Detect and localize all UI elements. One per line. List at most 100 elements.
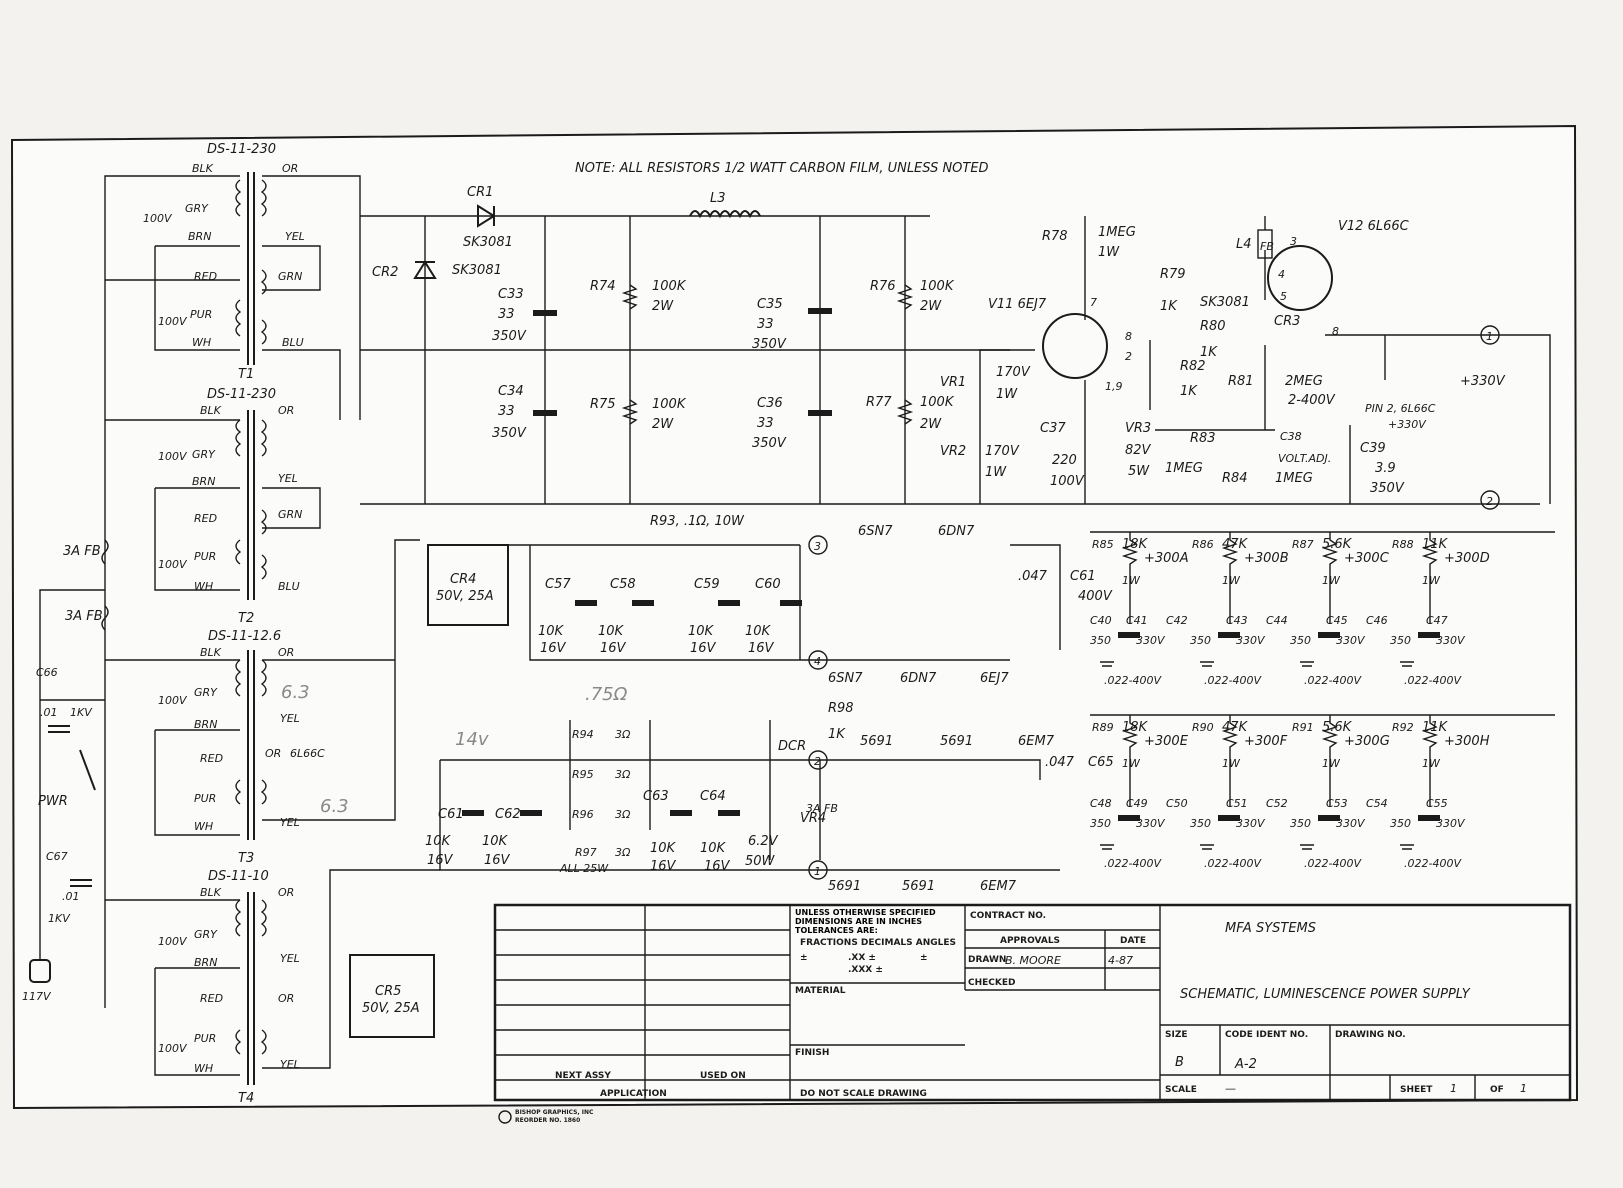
svg-text:BRN: BRN [192, 475, 215, 488]
svg-text:100V: 100V [158, 694, 188, 707]
transformer-t3: DS-11-12.6 BLK OR 100V GRY BRN YEL RED O… [158, 629, 349, 866]
svg-text:VR1: VR1 [940, 375, 966, 390]
svg-text:50W: 50W [745, 854, 776, 869]
svg-text:OR: OR [278, 404, 294, 417]
resistor-ref: R92 [1392, 721, 1414, 734]
cap-voltage: 330V [1436, 634, 1466, 647]
svg-text:OR: OR [282, 162, 298, 175]
svg-text:BLK: BLK [200, 886, 222, 899]
lv-top-section: CR4 50V, 25A R93, .1Ω, 10W C57 10K 16V C… [427, 514, 1113, 686]
svg-text:350V: 350V [752, 337, 787, 352]
input-circuit: 3A FB 3A FB C66 .01 1KV PWR C67 .01 1KV … [22, 539, 109, 1003]
svg-text:10K: 10K [650, 841, 677, 856]
bypass-cap-label: .022-400V [1204, 674, 1262, 687]
svg-text:33: 33 [757, 317, 774, 332]
cap-voltage: 330V [1436, 817, 1466, 830]
svg-text:OF: OF [1490, 1085, 1504, 1095]
cap-ref: C52 [1266, 797, 1288, 810]
svg-text:350V: 350V [1370, 481, 1405, 496]
tap-label: +300B [1244, 551, 1289, 566]
svg-text:10K: 10K [425, 834, 452, 849]
cap-voltage: 330V [1336, 634, 1366, 647]
resistor-icon [1321, 532, 1339, 624]
svg-text:2: 2 [814, 755, 821, 768]
svg-text:350V: 350V [492, 426, 527, 441]
svg-text:DRAWING NO.: DRAWING NO. [1335, 1030, 1406, 1040]
svg-text:T4: T4 [238, 1091, 254, 1106]
svg-text:6EM7: 6EM7 [1018, 734, 1055, 749]
resistor-ref: R87 [1292, 538, 1314, 551]
svg-text:T2: T2 [238, 611, 254, 626]
svg-text:400V: 400V [1078, 589, 1113, 604]
svg-text:100K: 100K [652, 279, 687, 294]
lv-bottom-section: 14v .75Ω C61 10K 16V C62 10K 16V R94 3Ω … [349, 684, 1114, 1038]
svg-text:GRY: GRY [194, 928, 218, 941]
svg-text:BLK: BLK [192, 162, 214, 175]
svg-text:C61: C61 [438, 807, 464, 822]
svg-text:BRN: BRN [188, 230, 211, 243]
svg-text:SK3081: SK3081 [452, 263, 502, 278]
svg-text:1W: 1W [985, 465, 1007, 480]
svg-text:C60: C60 [755, 577, 781, 592]
ground-icon [1400, 844, 1414, 850]
resistor-icon [1221, 715, 1239, 807]
svg-text:.01: .01 [40, 706, 58, 719]
svg-text:BLU: BLU [278, 580, 300, 593]
svg-text:2W: 2W [920, 417, 942, 432]
svg-text:DO NOT SCALE DRAWING: DO NOT SCALE DRAWING [800, 1089, 927, 1099]
code-ident-value: A-2 [1234, 1057, 1257, 1072]
svg-text:100K: 100K [920, 395, 955, 410]
svg-text:NEXT ASSY: NEXT ASSY [555, 1071, 611, 1081]
svg-text:C36: C36 [757, 396, 783, 411]
cap-voltage: 350 [1290, 634, 1311, 647]
tap-label: +300G [1344, 734, 1390, 749]
svg-text:DCR: DCR [778, 739, 806, 754]
svg-text:33: 33 [757, 416, 774, 431]
company-name: MFA SYSTEMS [1225, 921, 1316, 936]
svg-text:.XXX ±: .XXX ± [848, 965, 883, 975]
svg-text:14v: 14v [455, 729, 489, 750]
ground-icon [1300, 661, 1314, 667]
svg-text:6EM7: 6EM7 [980, 879, 1017, 894]
svg-text:6DN7: 6DN7 [938, 524, 975, 539]
svg-text:3Ω: 3Ω [615, 768, 631, 781]
svg-text:ALL 25W: ALL 25W [559, 862, 609, 875]
cap-ref: C47 [1426, 614, 1448, 627]
svg-text:C38: C38 [1280, 430, 1302, 443]
ground-icon [1300, 844, 1314, 850]
svg-text:R96: R96 [572, 808, 594, 821]
cap-ref: C49 [1126, 797, 1148, 810]
cap-ref: C41 [1126, 614, 1148, 627]
svg-text:GRY: GRY [192, 448, 216, 461]
svg-text:OR: OR [278, 886, 294, 899]
svg-text:6SN7: 6SN7 [828, 671, 863, 686]
svg-text:3.9: 3.9 [1375, 461, 1396, 476]
svg-text:2MEG: 2MEG [1285, 374, 1323, 389]
svg-text:1K: 1K [1160, 299, 1178, 314]
svg-text:2-400V: 2-400V [1288, 393, 1336, 408]
ground-icon [1400, 661, 1414, 667]
mains-label: 117V [22, 990, 52, 1003]
svg-text:100V: 100V [158, 558, 188, 571]
svg-text:C59: C59 [694, 577, 720, 592]
cr2-diode-icon [413, 260, 437, 279]
title-block: MFA SYSTEMS SCHEMATIC, LUMINESCENCE POWE… [493, 903, 1572, 1124]
svg-text:1W: 1W [1098, 245, 1120, 260]
svg-text:10K: 10K [688, 624, 715, 639]
svg-text:82V: 82V [1125, 443, 1152, 458]
svg-text:4: 4 [1278, 268, 1285, 281]
bypass-cap-label: .022-400V [1104, 857, 1162, 870]
cap-ref: C43 [1226, 614, 1248, 627]
svg-text:YEL: YEL [285, 230, 305, 243]
svg-text:7: 7 [1090, 296, 1097, 309]
svg-text:—: — [1225, 1082, 1236, 1095]
tap-label: +300D [1444, 551, 1490, 566]
svg-text:CR3: CR3 [1274, 314, 1300, 329]
resistor-value: 5.6K [1322, 720, 1353, 735]
svg-text:1,9: 1,9 [1105, 380, 1123, 393]
cap-ref: C42 [1166, 614, 1188, 627]
cr1-label: CR1 [467, 185, 493, 200]
filter-cap-icon [1418, 815, 1440, 821]
resistor-watt: 1W [1322, 757, 1341, 770]
